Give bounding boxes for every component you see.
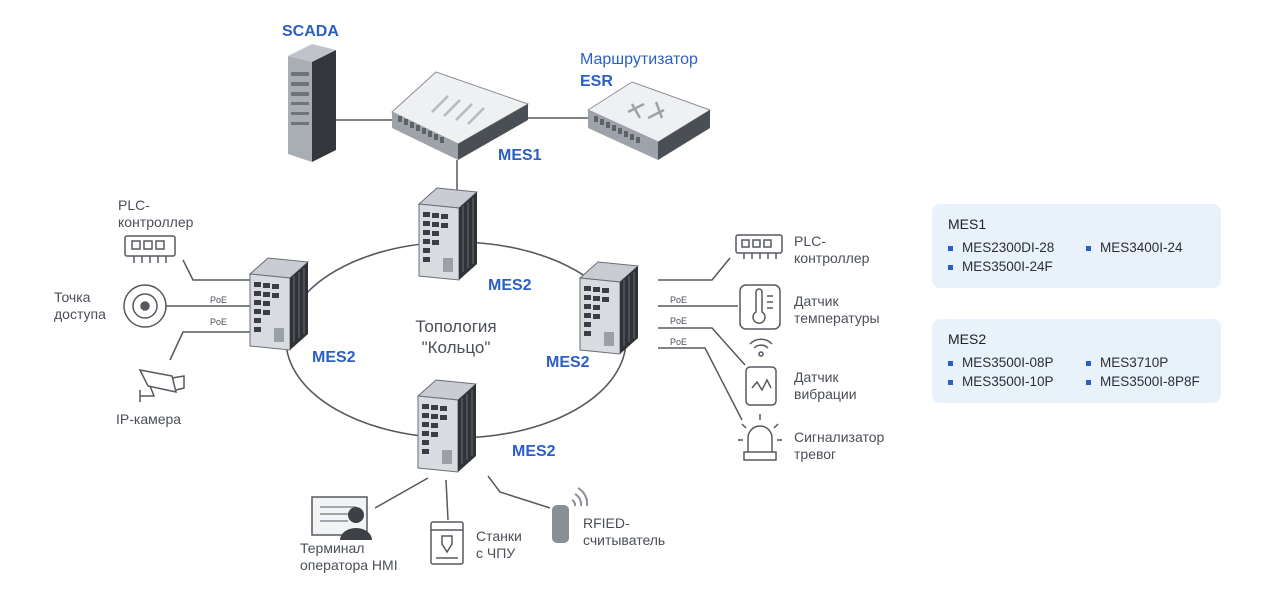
plc-right-label-line2: контроллер: [794, 250, 870, 266]
ip-camera-icon: [138, 368, 185, 402]
hmi-label-line1: Терминал: [300, 540, 364, 556]
alarm-label-line2: тревог: [794, 446, 836, 462]
industrial-switch-icon: [579, 261, 639, 355]
plc-left-label-line1: PLC-: [118, 197, 150, 213]
plc-right-label-line1: PLC-: [794, 233, 826, 249]
temperature-label-line2: температуры: [794, 310, 880, 326]
panel-title: MES2: [948, 331, 987, 347]
cnc-machine-icon: [430, 521, 464, 565]
hmi-label-line2: оператора HMI: [300, 557, 398, 573]
router-icon: [586, 81, 712, 160]
switch-icon: [391, 71, 530, 160]
access-point-label-line1: Точка: [54, 289, 91, 305]
plc-icon: [735, 234, 783, 259]
topology-label-line2: "Кольцо": [422, 338, 491, 357]
industrial-switch-icon: [417, 379, 477, 473]
access-point-icon: [123, 284, 167, 328]
temperature-label-line1: Датчик: [794, 293, 839, 309]
model-item: MES3500I-10P: [948, 374, 1086, 389]
panel-title: MES1: [948, 216, 987, 232]
industrial-switch-icon: [249, 257, 309, 351]
vibration-label-line1: Датчик: [794, 369, 839, 385]
poe-label: PoE: [670, 295, 687, 305]
mes2-left-label: MES2: [312, 349, 356, 366]
router-label-line1: Маршрутизатор: [580, 51, 698, 68]
rfid-reader-icon: [552, 487, 589, 543]
plc-left-label-line2: контроллер: [118, 214, 194, 230]
model-item: MES3400I-24: [1086, 240, 1206, 255]
topology-label-line1: Топология: [415, 317, 496, 336]
model-item: MES3500I-8P8F: [1086, 374, 1206, 389]
cnc-label-line2: с ЧПУ: [476, 545, 515, 561]
router-label-line2: ESR: [580, 73, 613, 90]
thermometer-icon: [739, 284, 781, 330]
rfid-label-line2: считыватель: [583, 532, 665, 548]
poe-label: PoE: [210, 295, 227, 305]
hmi-terminal-icon: [311, 496, 372, 540]
cnc-label-line1: Станки: [476, 528, 522, 544]
industrial-switch-icon: [418, 187, 478, 281]
server-icon: [288, 44, 336, 162]
rfid-label-line1: RFIED-: [583, 515, 630, 531]
scada-label: SCADA: [282, 23, 339, 40]
mes1-models-panel: MES1 MES2300DI-28 MES3400I-24 MES3500I-2…: [932, 204, 1221, 288]
mes2-right-label: MES2: [546, 354, 590, 371]
poe-label: PoE: [210, 317, 227, 327]
links: [165, 117, 746, 521]
model-item: MES3500I-08P: [948, 355, 1086, 370]
mes2-top-label: MES2: [488, 277, 532, 294]
alarm-label-line1: Сигнализатор: [794, 429, 884, 445]
mes2-bottom-label: MES2: [512, 443, 556, 460]
vibration-sensor-icon: [745, 338, 777, 406]
alarm-light-icon: [738, 414, 782, 461]
model-item: MES3500I-24F: [948, 259, 1086, 274]
access-point-label-line2: доступа: [54, 306, 106, 322]
plc-icon: [124, 235, 176, 263]
poe-label: PoE: [670, 316, 687, 326]
poe-label: PoE: [670, 337, 687, 347]
model-item: MES3710P: [1086, 355, 1206, 370]
vibration-label-line2: вибрации: [794, 386, 857, 402]
mes2-models-panel: MES2 MES3500I-08P MES3710P MES3500I-10P …: [932, 319, 1221, 403]
mes1-label: MES1: [498, 147, 542, 164]
ip-camera-label: IP-камера: [116, 411, 181, 427]
model-item: MES2300DI-28: [948, 240, 1086, 255]
